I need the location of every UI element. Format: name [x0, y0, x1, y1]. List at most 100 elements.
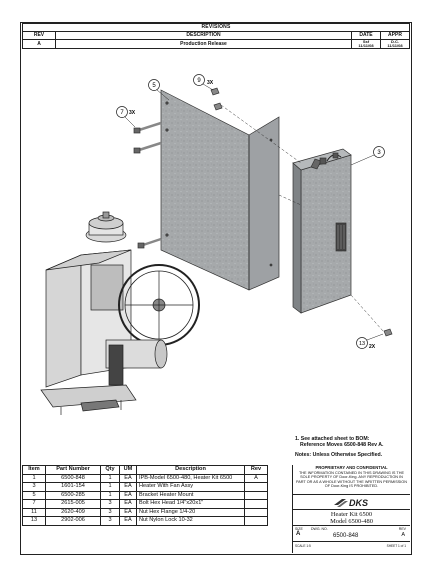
revisions-row-appr: D.C.11/11/08 — [380, 39, 410, 49]
note-line-2: Reference Moves 6500-848 Rev A. — [300, 442, 384, 448]
proprietary-notice: PROPRIETARY AND CONFIDENTIAL THE INFORMA… — [293, 465, 410, 495]
size-value: A — [296, 531, 301, 537]
svg-text:9: 9 — [197, 78, 201, 84]
bom-cell-rev — [244, 499, 268, 509]
bom-cell-um: EA — [119, 490, 137, 500]
bom-cell-description: Bracket Heater Mount — [136, 490, 245, 500]
callout-5: 5 — [148, 79, 170, 101]
bill-of-materials-table: Item Part Number Qty UM Description Rev … — [22, 465, 268, 526]
bom-header-description: Description — [136, 465, 245, 475]
sheet-label: SHEET 1 of 1 — [386, 544, 406, 548]
note-line-1: 1. See attached sheet to BOM: — [295, 436, 370, 442]
revisions-header-description: DESCRIPTION — [55, 31, 352, 40]
rev-value: A — [401, 532, 405, 538]
bom-cell-part-number: 1601-154 — [45, 482, 101, 492]
revisions-table: REVISIONS REV DESCRIPTION DATE APPR A Pr… — [22, 23, 410, 49]
bom-cell-qty: 1 — [100, 482, 120, 492]
bom-cell-qty: 3 — [100, 507, 120, 517]
bom-cell-um: EA — [119, 516, 137, 526]
bom-cell-qty: 1 — [100, 473, 120, 483]
bom-cell-um: EA — [119, 499, 137, 509]
bom-cell-part-number: 2615-005 — [45, 499, 101, 509]
table-row: 7 2615-005 3 EA Bolt Hex Head 1/4"x20x1" — [22, 499, 268, 509]
bom-cell-part-number: 2620-409 — [45, 507, 101, 517]
svg-text:3: 3 — [377, 150, 381, 156]
revisions-row-rev: A — [22, 39, 56, 49]
bom-cell-um: EA — [119, 473, 137, 483]
svg-text:13: 13 — [359, 341, 365, 347]
bom-cell-rev — [244, 516, 268, 526]
bom-cell-qty: 1 — [100, 490, 120, 500]
bom-cell-um: EA — [119, 507, 137, 517]
bom-cell-item: 1 — [22, 473, 46, 483]
bom-cell-description: Heater With Fan Assy — [136, 482, 245, 492]
bom-cell-rev — [244, 482, 268, 492]
bom-header-qty: Qty — [100, 465, 120, 475]
revisions-row-appr-value: 11/11/08 — [387, 43, 403, 48]
drawing-title-line-1: Heater Kit 6500 — [330, 511, 373, 518]
revisions-row-date-value: 11/11/08 — [358, 43, 374, 48]
drawing-sheet-border — [20, 22, 412, 555]
bom-cell-rev — [244, 507, 268, 517]
gate-operator-drawing — [40, 211, 200, 415]
bom-cell-item: 5 — [22, 490, 46, 500]
callout-9: 9 3X — [193, 74, 214, 91]
company-logo: DKS — [293, 495, 410, 510]
bom-cell-item: 13 — [22, 516, 46, 526]
table-row: 1 6500-848 1 EA IPB-Model 6500-480, Heat… — [22, 473, 268, 483]
bom-cell-qty: 3 — [100, 516, 120, 526]
bom-cell-description: Nut Nylon Lock 10-32 — [136, 516, 245, 526]
exploded-assembly-drawing: 5 9 3X 7 3X 3 13 2X — [40, 74, 393, 415]
bom-cell-description: Bolt Hex Head 1/4"x20x1" — [136, 499, 245, 509]
callout-3: 3 — [350, 146, 385, 166]
proprietary-text: THE INFORMATION CONTAINED IN THIS DRAWIN… — [295, 470, 408, 489]
bom-cell-part-number: 2902-006 — [45, 516, 101, 526]
table-row: 13 2902-006 3 EA Nut Nylon Lock 10-32 — [22, 516, 268, 526]
revisions-row-description: Production Release — [55, 39, 352, 49]
hardware-drawing — [133, 87, 393, 337]
bom-cell-description: IPB-Model 6500-480, Heater Kit 6500 — [136, 473, 245, 483]
drawing-title: Heater Kit 6500 Model 6500-480 — [293, 510, 410, 526]
svg-text:5: 5 — [152, 83, 156, 89]
drawing-title-line-2: Model 6500-480 — [330, 517, 373, 525]
dks-logo-icon: DKS — [333, 498, 368, 508]
callout-13: 13 2X — [356, 333, 384, 350]
bom-cell-part-number: 6500-285 — [45, 490, 101, 500]
svg-text:3X: 3X — [129, 110, 136, 116]
revisions-title: REVISIONS — [22, 23, 410, 32]
svg-text:DKS: DKS — [349, 498, 368, 508]
note-line-3: Notes: Unless Otherwise Specified. — [295, 452, 383, 458]
callout-7: 7 3X — [116, 106, 136, 128]
svg-text:3X: 3X — [207, 80, 214, 86]
scale-label: SCALE 1:5 — [295, 544, 311, 548]
svg-text:2X: 2X — [369, 344, 376, 350]
bom-header-item: Item — [22, 465, 46, 475]
bom-header-rev: Rev — [244, 465, 268, 475]
revisions-row-date-initials: Ssf — [362, 39, 370, 44]
drawing-notes: 1. See attached sheet to BOM: Reference … — [295, 436, 383, 458]
revisions-header-rev: REV — [22, 31, 56, 40]
title-block: PROPRIETARY AND CONFIDENTIAL THE INFORMA… — [292, 465, 410, 553]
bom-cell-item: 3 — [22, 482, 46, 492]
revisions-row-appr-initials: D.C. — [391, 39, 399, 44]
bom-cell-item: 11 — [22, 507, 46, 517]
table-row: 11 2620-409 3 EA Nut Hex Flange 1/4-20 — [22, 507, 268, 517]
bom-cell-item: 7 — [22, 499, 46, 509]
bom-cell-rev: A — [244, 473, 268, 483]
bom-cell-rev — [244, 490, 268, 500]
bom-cell-qty: 3 — [100, 499, 120, 509]
bom-header-row: Item Part Number Qty UM Description Rev — [22, 465, 268, 475]
bom-cell-description: Nut Hex Flange 1/4-20 — [136, 507, 245, 517]
heater-fan-assembly-drawing — [292, 148, 352, 314]
bom-header-part-number: Part Number — [45, 465, 101, 475]
title-block-footer: SCALE 1:5 SHEET 1 of 1 — [293, 542, 410, 550]
dwg-no-label: DWG. NO. — [311, 527, 328, 531]
heater-bracket-drawing — [160, 89, 280, 291]
table-row: 3 1601-154 1 EA Heater With Fan Assy — [22, 482, 268, 492]
bom-cell-part-number: 6500-848 — [45, 473, 101, 483]
bom-cell-um: EA — [119, 482, 137, 492]
size-label: SIZE — [295, 527, 303, 531]
table-row: 5 6500-285 1 EA Bracket Heater Mount — [22, 490, 268, 500]
bom-header-um: UM — [119, 465, 137, 475]
